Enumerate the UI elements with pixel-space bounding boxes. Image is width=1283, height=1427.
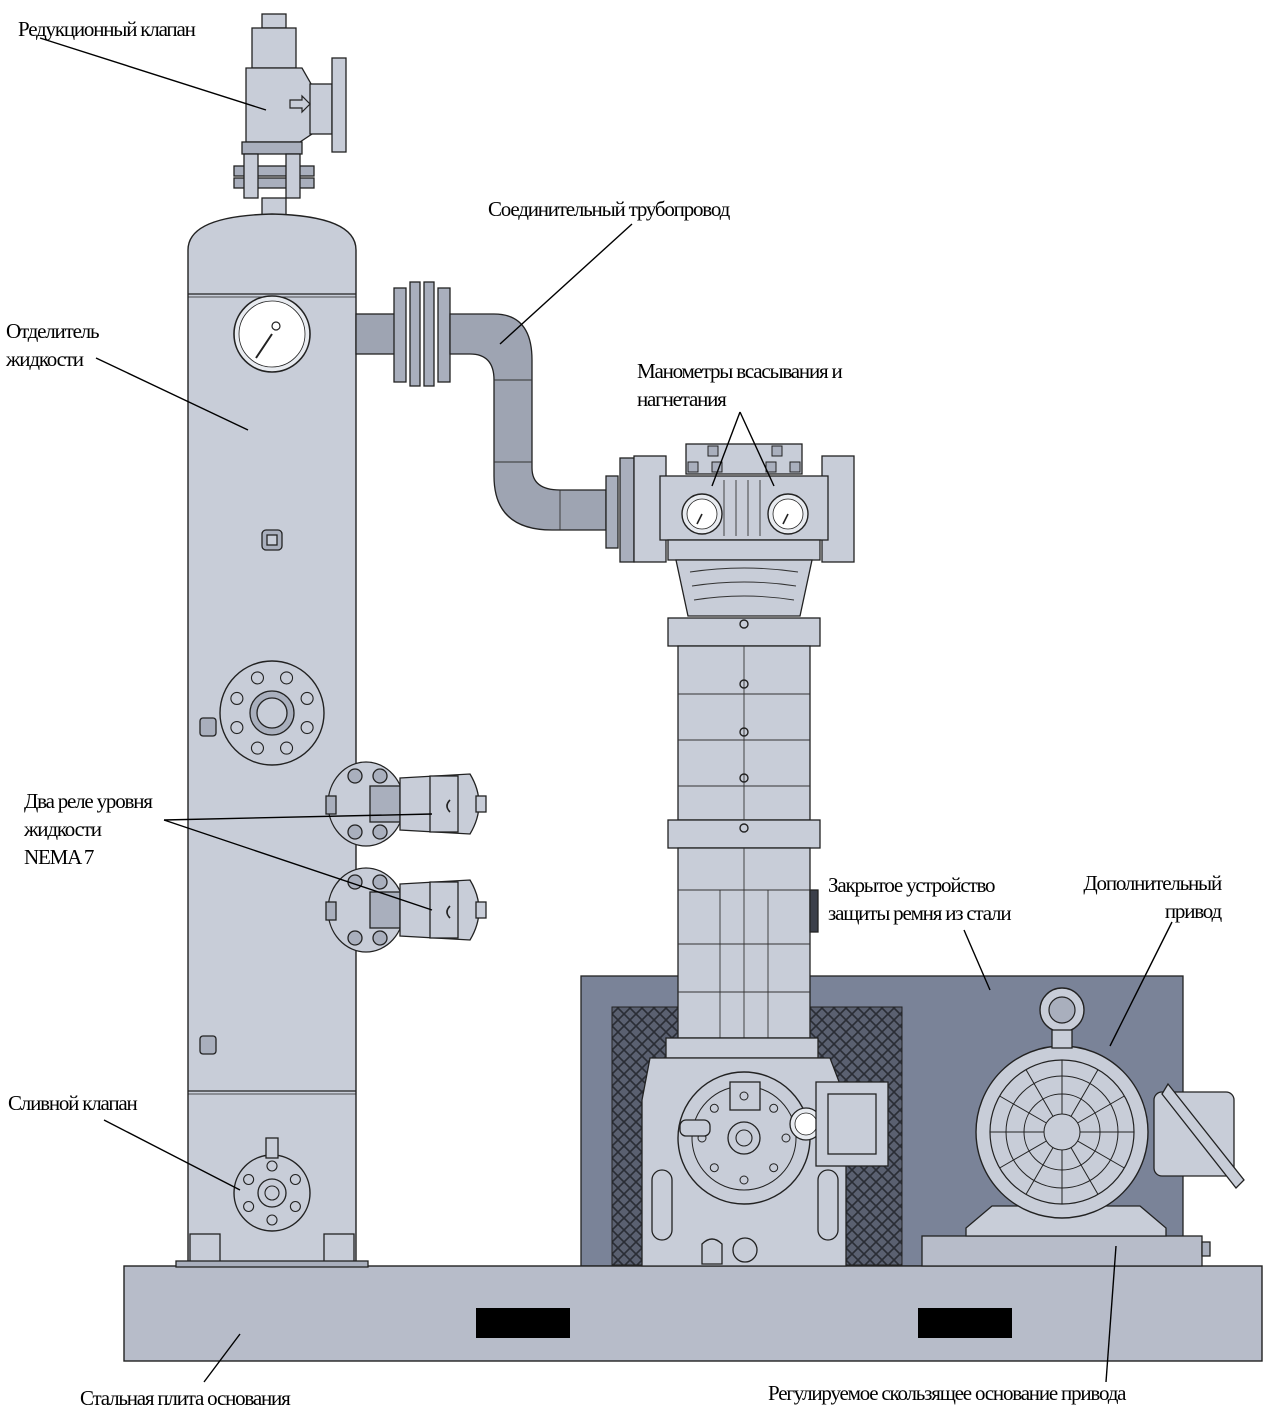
- label-gauges-line2: нагнетания: [637, 387, 727, 411]
- lifting-slot-right: [918, 1308, 1012, 1338]
- bolt: [250, 671, 265, 685]
- base-plate: [123, 1265, 1263, 1362]
- bolt: [709, 1103, 719, 1113]
- liquid-separator: [175, 213, 369, 1268]
- bolt: [289, 1173, 301, 1186]
- fan-spoke: [999, 1140, 1047, 1169]
- label-base-plate: Стальная плита основания: [80, 1386, 291, 1410]
- label-belt-guard-line1: Закрытое устройство: [828, 873, 995, 897]
- label-gauges-line1: Манометры всасывания и: [637, 359, 843, 383]
- bolt: [739, 1175, 749, 1185]
- bolt: [266, 1214, 278, 1226]
- label-drain-valve: Сливной клапан: [8, 1091, 138, 1115]
- leader-lines: [39, 37, 1173, 1383]
- relief-valve: [233, 13, 347, 217]
- slide-base: [921, 1235, 1203, 1267]
- bolt: [781, 1133, 791, 1143]
- bolt: [230, 720, 244, 735]
- compressor: [633, 443, 889, 1267]
- fan-spoke: [1077, 1140, 1125, 1169]
- label-separator-line1: Отделитель: [6, 319, 99, 343]
- bolt: [243, 1200, 255, 1213]
- label-connecting-pipe: Соединительный трубопровод: [488, 197, 731, 221]
- label-relief-valve: Редукционный клапан: [18, 17, 196, 41]
- bolt: [266, 1160, 278, 1172]
- label-motor-line1: Дополнительный: [1083, 871, 1222, 895]
- label-level-switch-line3: NEMA 7: [24, 845, 94, 869]
- fan-spoke: [1025, 1147, 1054, 1195]
- bolt: [289, 1200, 301, 1213]
- motor: [921, 987, 1245, 1267]
- bolt: [709, 1163, 719, 1173]
- fan-spoke: [1025, 1069, 1054, 1117]
- fan-spoke: [1070, 1147, 1099, 1195]
- label-motor-line2: привод: [1165, 899, 1223, 923]
- label-slide-base: Регулируемое скользящее основание привод…: [768, 1381, 1127, 1405]
- bolt: [300, 720, 314, 735]
- level-switch-lower: [325, 867, 487, 953]
- bolt: [769, 1163, 779, 1173]
- label-level-switch-line2: жидкости: [23, 817, 102, 841]
- fan-spoke: [1077, 1095, 1125, 1124]
- bolt: [230, 691, 244, 706]
- bolt: [300, 691, 314, 706]
- bolt: [739, 1091, 749, 1101]
- level-switches: [325, 761, 487, 953]
- fan-spoke: [999, 1095, 1047, 1124]
- bolt: [243, 1173, 255, 1186]
- bolt: [250, 741, 265, 755]
- labels: Редукционный клапан Соединительный трубо…: [5, 17, 1224, 1410]
- bolt: [279, 671, 294, 685]
- label-belt-guard-line2: защиты ремня из стали: [828, 901, 1011, 925]
- label-separator-line2: жидкости: [5, 347, 84, 371]
- label-level-switch-line1: Два реле уровня: [24, 789, 153, 813]
- bolt: [769, 1103, 779, 1113]
- connecting-pipe: [355, 281, 635, 563]
- bolt: [279, 741, 294, 755]
- fan-spoke: [1070, 1069, 1099, 1117]
- level-switch-upper: [325, 761, 487, 847]
- lifting-slot-left: [476, 1308, 570, 1338]
